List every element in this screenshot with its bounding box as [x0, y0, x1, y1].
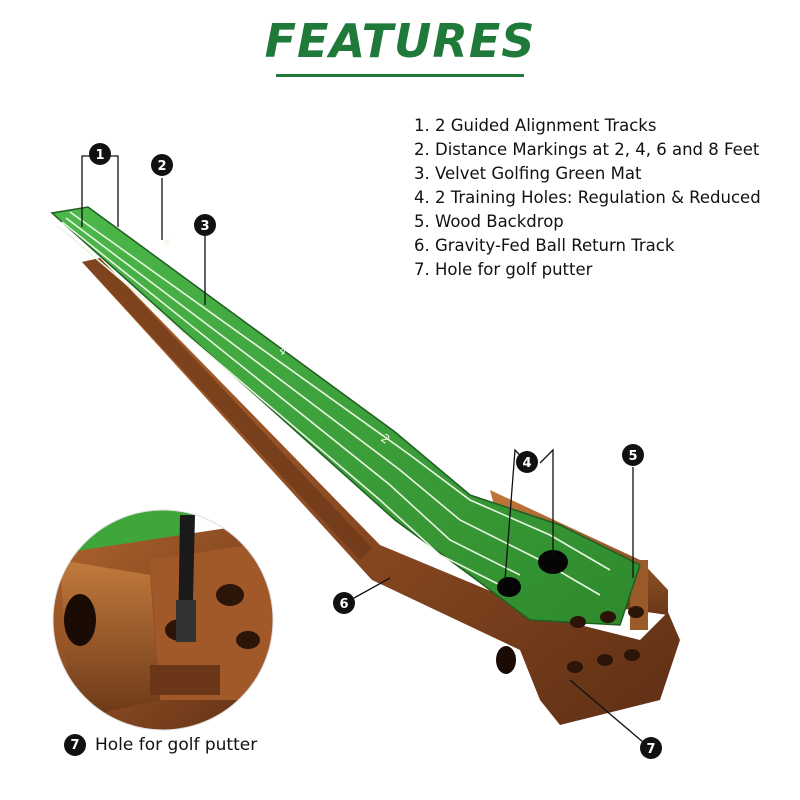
callout-2: 2 [151, 154, 173, 176]
svg-text:2: 2 [157, 159, 166, 174]
alignment-line [57, 225, 501, 586]
svg-text:6: 6 [339, 597, 348, 612]
alignment-line [69, 211, 611, 571]
return-opening [496, 646, 516, 674]
callout-1: 1 [89, 143, 111, 165]
svg-text:3: 3 [200, 219, 209, 234]
svg-text:7: 7 [646, 742, 655, 757]
svg-text:4: 4 [522, 456, 531, 471]
feature-item: 7. Hole for golf putter [414, 260, 593, 279]
title-underline [276, 74, 524, 77]
feature-item: 5. Wood Backdrop [414, 212, 564, 231]
putter-grip [176, 600, 196, 642]
distance-mark: 6 [160, 237, 172, 250]
callout-3: 3 [194, 214, 216, 236]
feature-item: 1. 2 Guided Alignment Tracks [414, 116, 657, 135]
feature-item: 3. Velvet Golfing Green Mat [414, 164, 642, 183]
ball-return-rail [82, 258, 372, 560]
callout-5: 5 [622, 444, 644, 466]
reduced-hole [497, 577, 521, 597]
feature-item: 6. Gravity-Fed Ball Return Track [414, 236, 675, 255]
putter-hole [600, 611, 616, 623]
svg-text:1: 1 [95, 148, 104, 163]
putter-hole [567, 661, 583, 673]
inset-caption-text: Hole for golf putter [95, 735, 258, 755]
alignment-line [61, 221, 521, 576]
page-title: FEATURES [264, 14, 536, 68]
putter-hole [624, 649, 640, 661]
putter-hole [628, 606, 644, 618]
callout-6: 6 [333, 592, 355, 614]
feature-item: 2. Distance Markings at 2, 4, 6 and 8 Fe… [414, 140, 760, 159]
inset-badge: 7 [64, 734, 86, 756]
callout-7: 7 [640, 737, 662, 759]
feature-item: 4. 2 Training Holes: Regulation & Reduce… [414, 188, 761, 207]
leader-lines [81, 155, 651, 749]
putter-hole [597, 654, 613, 666]
putter-hole [570, 616, 586, 628]
feature-list: 1. 2 Guided Alignment Tracks 2. Distance… [414, 114, 761, 282]
regulation-hole [538, 550, 568, 574]
svg-text:5: 5 [628, 449, 637, 464]
inset-caption: 7 Hole for golf putter [64, 734, 257, 756]
putter-hole-inset [53, 510, 273, 730]
callout-4: 4 [516, 451, 538, 473]
